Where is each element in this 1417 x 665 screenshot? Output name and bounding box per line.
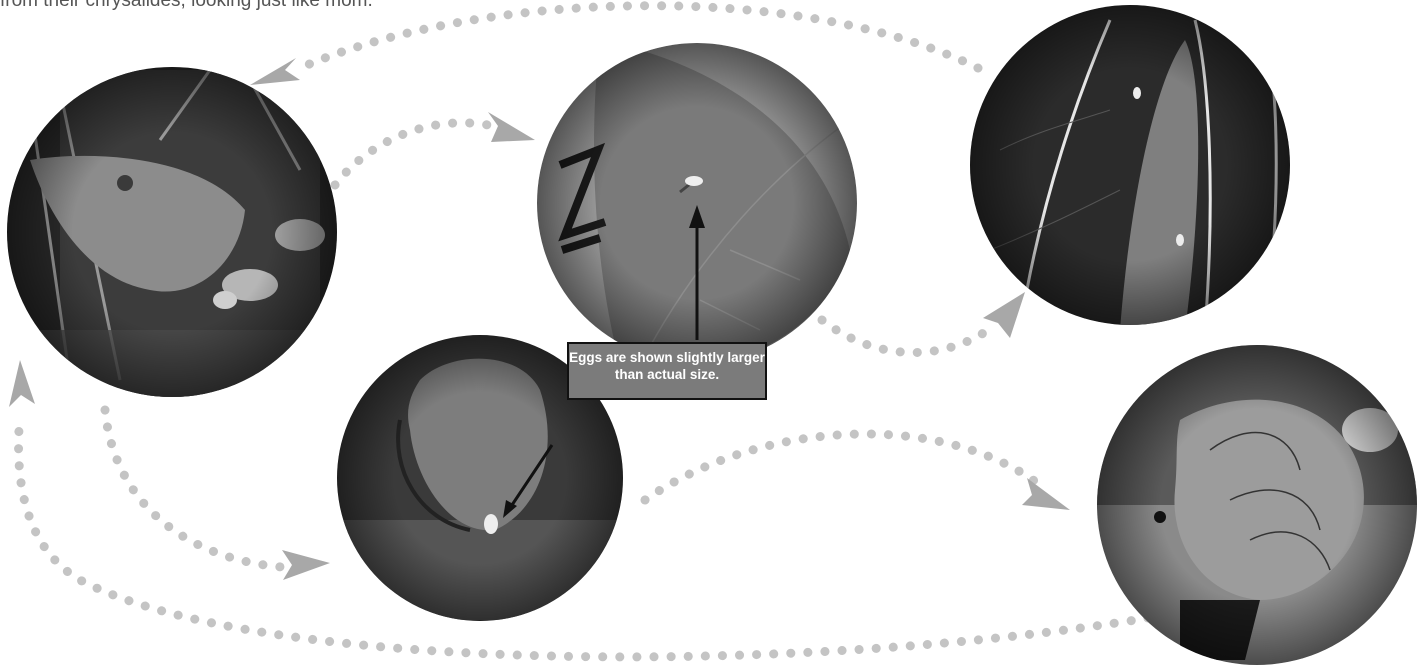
path-egg-to-leaf bbox=[822, 320, 995, 353]
leaf-eggs-closeup-photo bbox=[965, 0, 1295, 330]
path-butterfly-to-chrysalis bbox=[105, 410, 282, 567]
adult-butterfly-photo bbox=[0, 60, 345, 410]
caterpillar-photo bbox=[1095, 345, 1417, 665]
arrowhead-to-egg bbox=[488, 112, 535, 142]
arrowhead-to-butterfly-left bbox=[9, 360, 35, 407]
arrowhead-to-butterfly bbox=[250, 58, 300, 85]
path-chrysalis-to-caterpillar bbox=[645, 434, 1040, 500]
arrowhead-to-caterpillar bbox=[1022, 478, 1070, 510]
path-butterfly-to-egg bbox=[335, 123, 488, 185]
egg-size-callout: Eggs are shown slightly larger than actu… bbox=[567, 342, 767, 400]
arrowhead-to-leaf bbox=[983, 292, 1025, 338]
arrowhead-to-chrysalis bbox=[282, 550, 330, 580]
